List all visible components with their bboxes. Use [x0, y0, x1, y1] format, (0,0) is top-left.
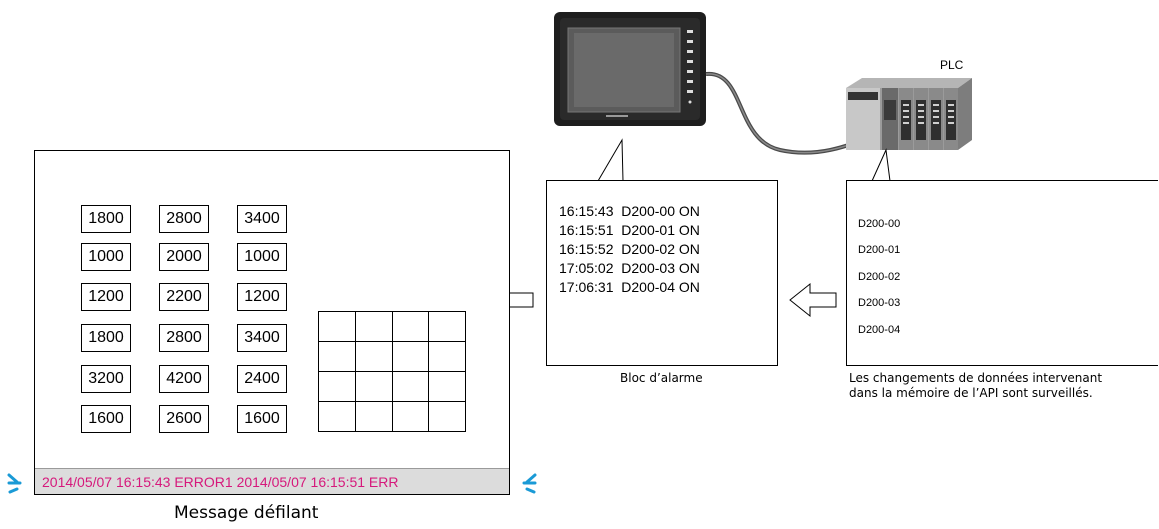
timing-diagram: D200-00 D200-01 D200-02 D200-03 D200-04 [846, 180, 1158, 366]
signal-label: D200-01 [858, 244, 901, 256]
alarm-callout-tail [597, 138, 624, 182]
scrolling-message-caption: Message défilant [174, 503, 319, 523]
value-cell: 1600 [237, 405, 287, 433]
monitor-caption-line: dans la mémoire de l’API sont surveillés… [849, 386, 1093, 400]
alarm-entry: 17:06:31 D200-04 ON [559, 279, 700, 295]
value-cell: 1600 [81, 405, 131, 433]
monitor-caption: Les changements de données intervenant d… [849, 371, 1102, 401]
value-cell: 2800 [159, 324, 209, 352]
signal-label: D200-00 [858, 218, 901, 230]
value-cell: 1200 [81, 283, 131, 311]
scrolling-message-bar: 2014/05/07 16:15:43 ERROR1 2014/05/07 16… [35, 468, 509, 494]
alarm-entry: 16:15:43 D200-00 ON [559, 203, 700, 219]
value-cell: 1000 [81, 243, 131, 271]
signal-label: D200-02 [858, 271, 901, 283]
value-cell: 2400 [237, 365, 287, 393]
value-cell: 3400 [237, 205, 287, 233]
monitor-caption-line: Les changements de données intervenant [849, 371, 1103, 385]
value-cell: 3200 [81, 365, 131, 393]
alarm-entry: 17:05:02 D200-03 ON [559, 260, 700, 276]
value-cell: 1000 [237, 243, 287, 271]
empty-grid-table [318, 311, 466, 432]
alarm-entry: 16:15:51 D200-01 ON [559, 222, 700, 238]
value-cell: 1800 [81, 324, 131, 352]
value-cell: 2600 [159, 405, 209, 433]
timing-callout-tail [871, 148, 891, 182]
value-cell: 2000 [159, 243, 209, 271]
hmi-screen-display: 1800 2800 3400 1000 2000 1000 1200 2200 … [34, 150, 510, 495]
arrow-left-2 [789, 282, 837, 318]
value-cell: 3400 [237, 324, 287, 352]
signal-label: D200-04 [858, 324, 901, 336]
value-cell: 1200 [237, 283, 287, 311]
hmi-device [554, 12, 706, 126]
plc-label: PLC [940, 58, 964, 72]
plc-device [846, 78, 972, 150]
alarm-entry: 16:15:52 D200-02 ON [559, 241, 700, 257]
value-cell: 2200 [159, 283, 209, 311]
value-cell: 1800 [81, 205, 131, 233]
blink-indicator-right [522, 473, 537, 494]
signal-label: D200-03 [858, 297, 901, 309]
alarm-block: 16:15:43 D200-00 ON 16:15:51 D200-01 ON … [546, 180, 778, 366]
alarm-block-caption: Bloc d’alarme [620, 371, 703, 385]
blink-indicator-left [7, 473, 22, 494]
value-cell: 4200 [159, 365, 209, 393]
value-cell: 2800 [159, 205, 209, 233]
